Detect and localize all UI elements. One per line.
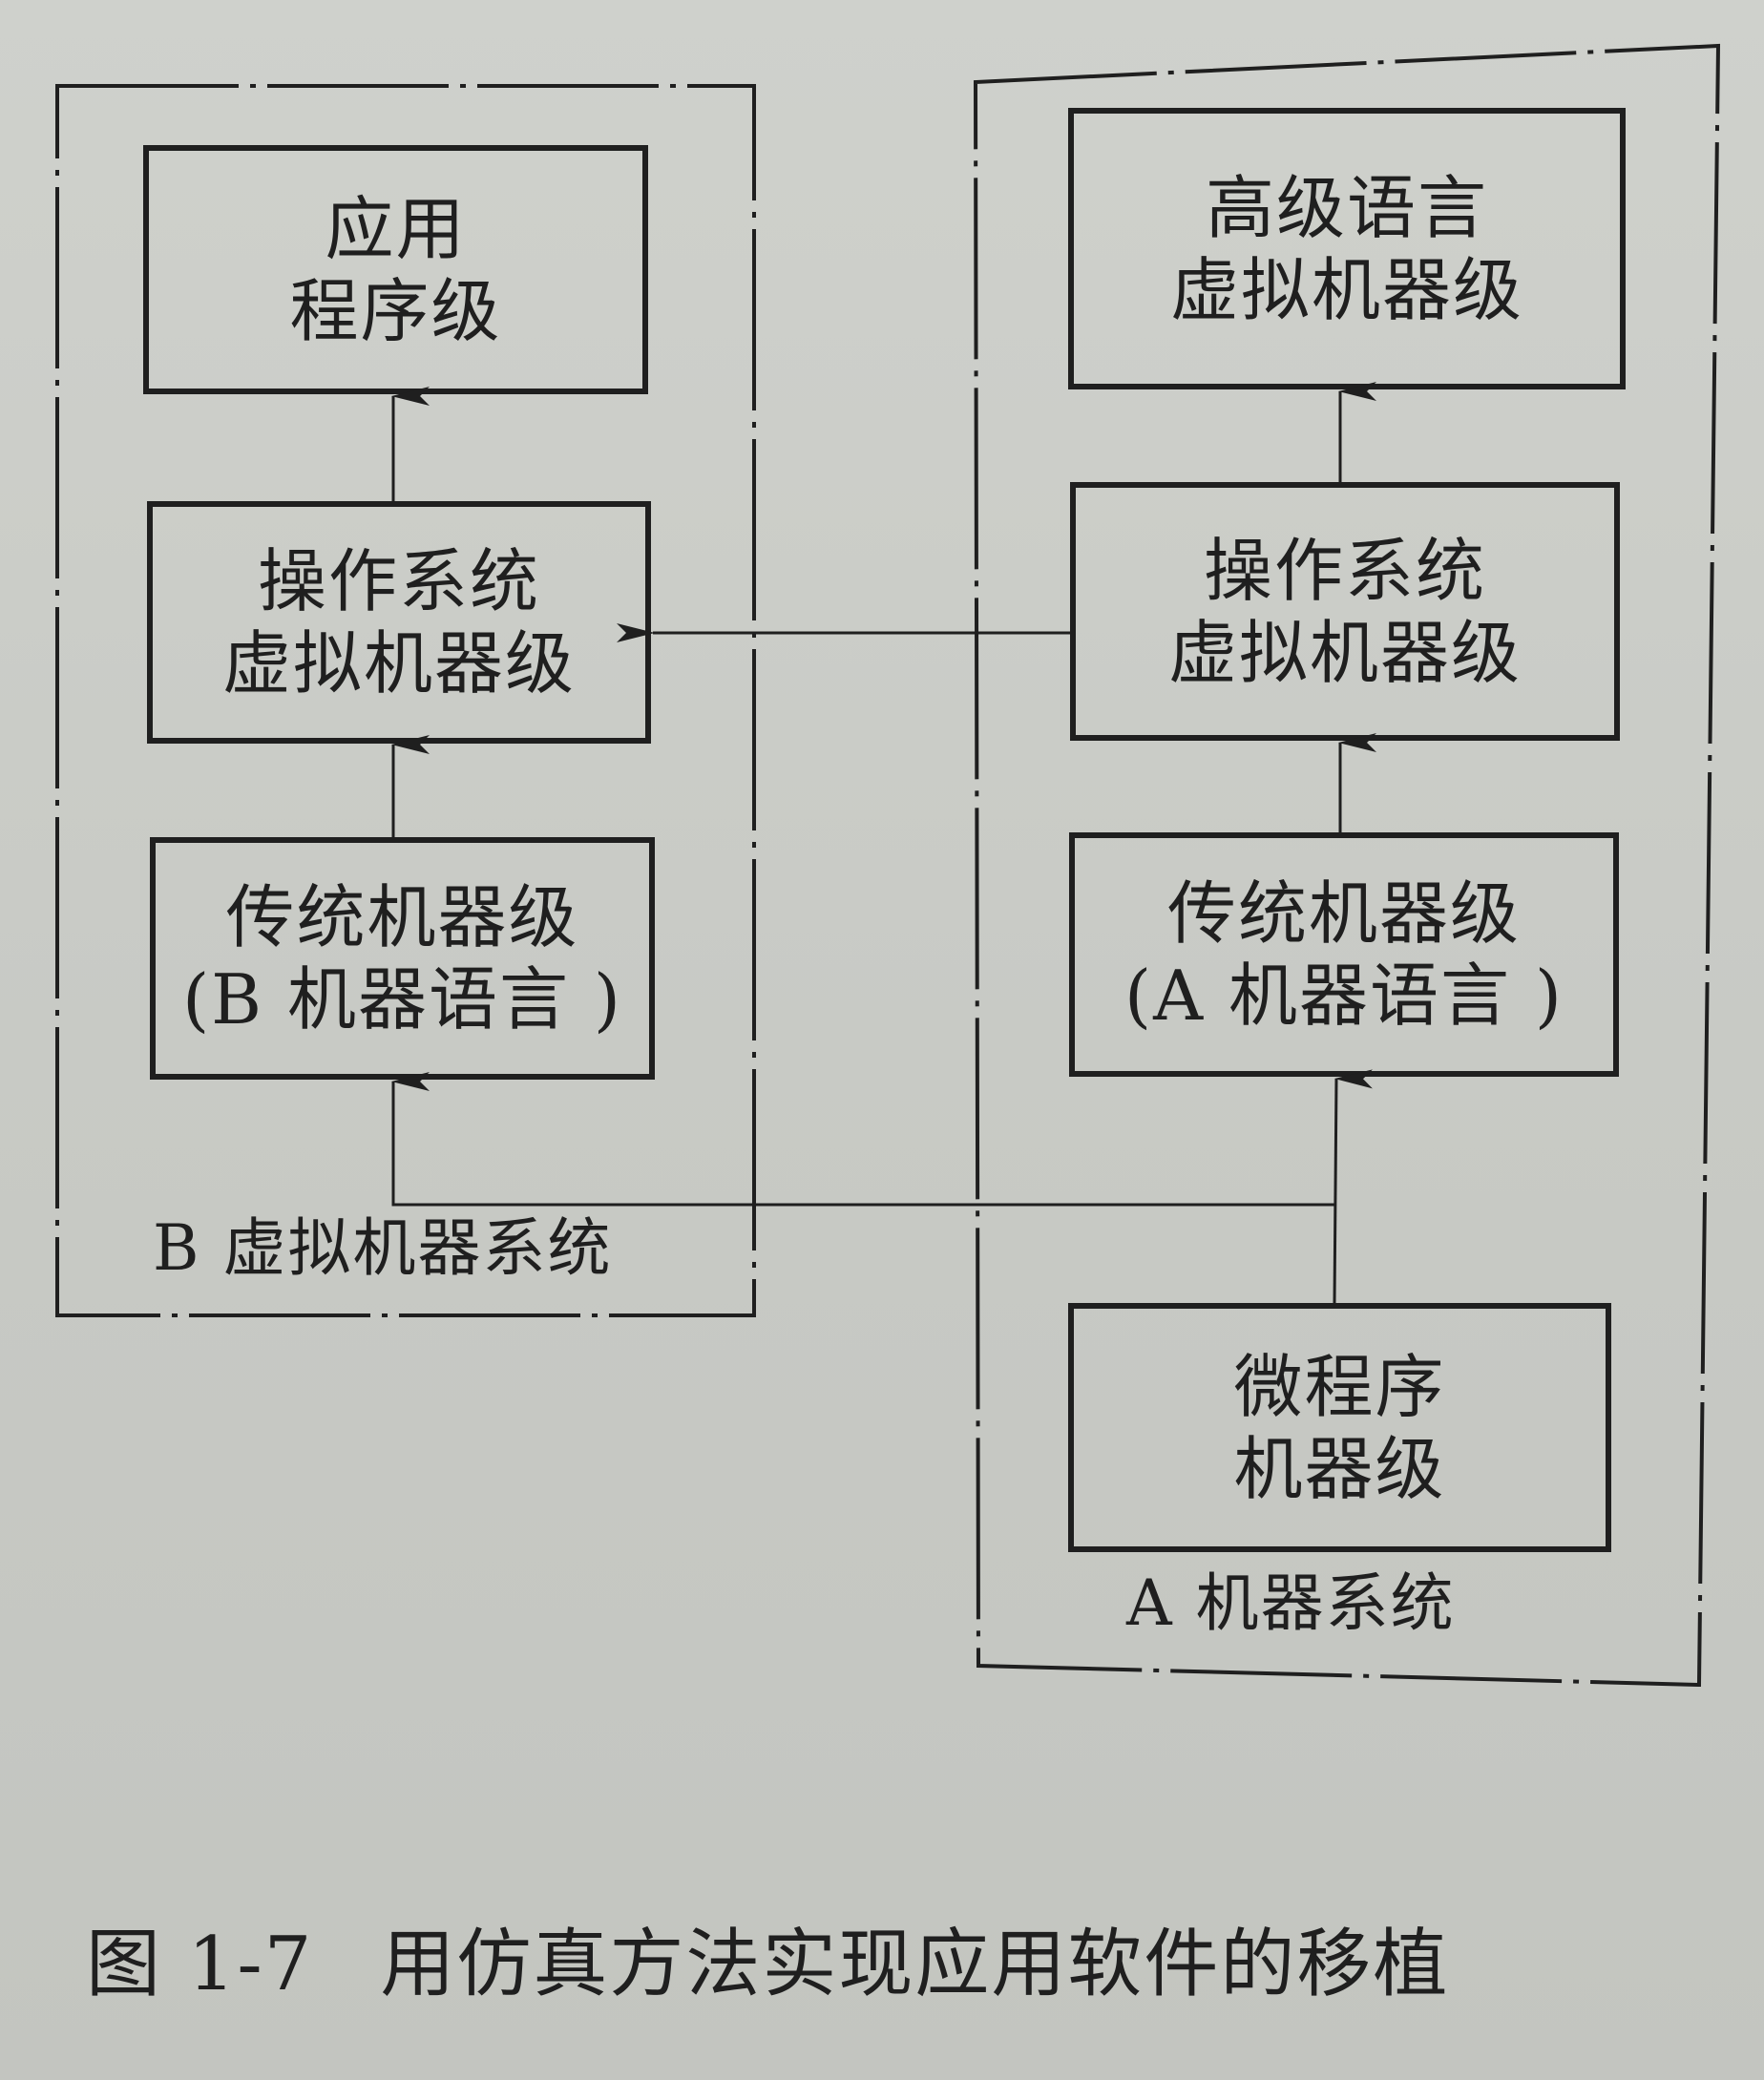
a-os-virtual-level-label: 操作系统 虚拟机器级 [1073,485,1617,738]
b-trad-line-1: 传统机器级 [225,877,579,957]
b-application-line-2: 程序级 [289,270,502,351]
a-system-label: A 机器系统 [1126,1566,1456,1640]
b-application-level-label: 应用 程序级 [146,148,645,391]
b-os-line-2: 虚拟机器级 [221,623,576,704]
a-micro-line-1: 微程序 [1233,1346,1446,1427]
b-application-line-1: 应用 [325,188,467,269]
a-micro-line-2: 机器级 [1233,1428,1446,1509]
a-microprogram-level-label: 微程序 机器级 [1071,1306,1608,1549]
a-trad-line-1: 传统机器级 [1166,873,1521,954]
a-arrow-micro-to-trad [1333,1069,1374,1304]
figure-title: 用仿真方法实现应用软件的移植 [380,1922,1450,2007]
a-system-frame [973,43,1721,1688]
a-microprogram-level-box [1068,1303,1611,1552]
a-trad-line-2: (A 机器语言 ) [1124,956,1564,1036]
figure-caption: 图 1-7 用仿真方法实现应用软件的移植 [86,1919,1449,2010]
a-traditional-level-label: 传统机器级 (A 机器语言 ) [1072,835,1616,1074]
a-high-level-language-label: 高级语言 虚拟机器级 [1071,111,1623,387]
a-hll-line-2: 虚拟机器级 [1169,249,1523,330]
b-system-label: B 虚拟机器系统 [153,1211,613,1285]
b-traditional-level-label: 传统机器级 (B 机器语言 ) [153,840,652,1077]
a-os-line-2: 虚拟机器级 [1167,612,1522,693]
emulation-path-a-micro-to-b-trad [391,1072,1334,1207]
b-trad-line-2: (B 机器语言 ) [182,959,622,1040]
b-os-line-1: 操作系统 [257,541,540,621]
a-hll-line-1: 高级语言 [1205,167,1488,248]
b-system-frame [55,84,756,1317]
figure-number: 图 1-7 [86,1922,314,2007]
b-os-virtual-level-label: 操作系统 虚拟机器级 [150,504,648,741]
a-os-line-1: 操作系统 [1203,530,1486,611]
